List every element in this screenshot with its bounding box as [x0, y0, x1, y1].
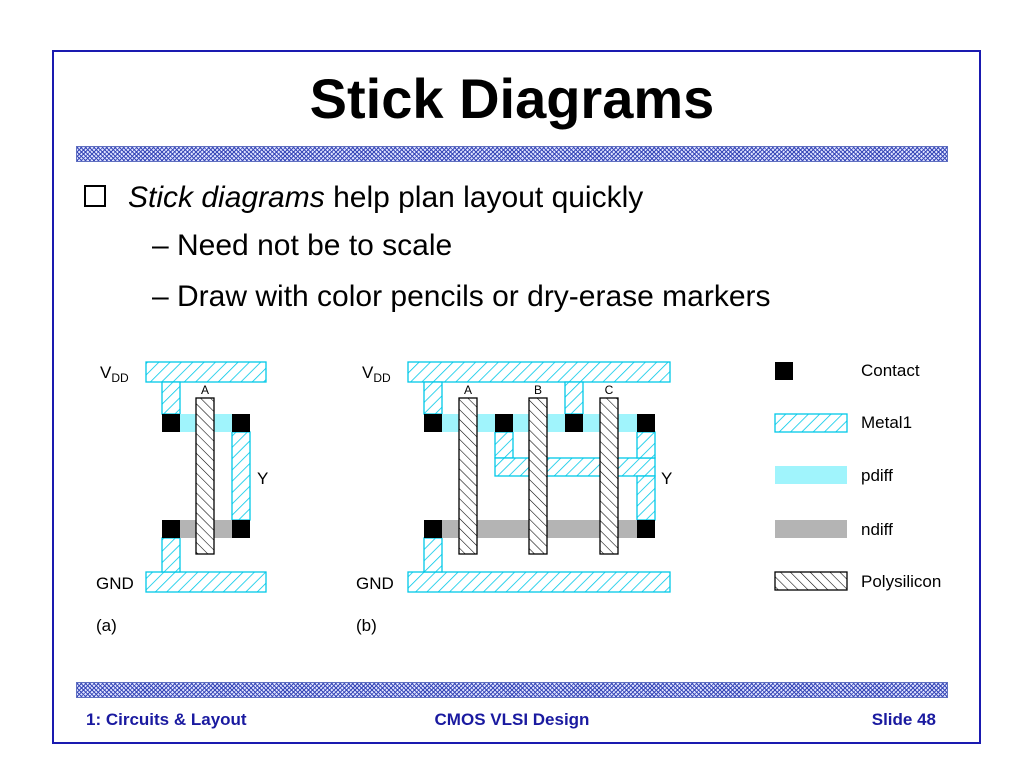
legend-label: Contact: [861, 361, 920, 380]
a-contact: [162, 414, 180, 432]
a-poly-gate: [195, 397, 215, 555]
b-caption: (b): [356, 616, 377, 635]
legend-label: Polysilicon: [861, 572, 941, 591]
slide-title: Stick Diagrams: [309, 67, 715, 130]
a-vdd-rail: [145, 361, 267, 383]
b-gnd-label: GND: [356, 574, 394, 593]
legend-contact-swatch: [775, 362, 793, 380]
b-contact: [424, 414, 442, 432]
b-output-drop: [494, 431, 514, 459]
b-output-wire: [636, 475, 656, 521]
b-contact: [565, 414, 583, 432]
a-gnd-rail: [145, 571, 267, 593]
top-divider: [76, 146, 948, 162]
b-poly-gate-b: [528, 397, 548, 555]
b-output-bus: [494, 457, 656, 477]
legend-pdiff-swatch: [775, 466, 847, 484]
a-gnd-strap: [161, 537, 181, 573]
diagram-a: VDD A Y GND (a): [96, 361, 268, 635]
legend-ndiff-swatch: [775, 520, 847, 538]
b-gnd-strap: [423, 537, 443, 573]
b-poly-gate-c: [599, 397, 619, 555]
footer-right: Slide 48: [871, 710, 936, 729]
subbullet-1: – Need not be to scale: [152, 229, 453, 262]
b-input-label-c: C: [605, 383, 614, 397]
a-contact: [232, 414, 250, 432]
a-gnd-label: GND: [96, 574, 134, 593]
b-vdd-rail: [407, 361, 671, 383]
a-output-wire: [231, 431, 251, 521]
bullet-italic: Stick diagrams: [128, 181, 325, 214]
bullet-main: Stick diagrams help plan layout quickly: [84, 181, 643, 215]
a-vdd-label: VDD: [100, 363, 129, 385]
footer-left: 1: Circuits & Layout: [86, 710, 247, 729]
subbullet-2: – Draw with color pencils or dry-erase m…: [152, 280, 771, 313]
diagram-b: VDD A B C Y GND (b): [356, 361, 672, 635]
b-gnd-rail: [407, 571, 671, 593]
a-vdd-strap: [161, 381, 181, 415]
b-vdd-strap: [423, 381, 443, 415]
legend-poly-swatch: [774, 571, 848, 591]
legend-label: Metal1: [861, 413, 912, 432]
b-input-label-a: A: [464, 383, 472, 397]
b-contact: [495, 414, 513, 432]
a-caption: (a): [96, 616, 117, 635]
legend-label: ndiff: [861, 520, 893, 539]
b-input-label-b: B: [534, 383, 542, 397]
b-vdd-label: VDD: [362, 363, 391, 385]
b-output-label: Y: [661, 469, 672, 488]
a-input-label: A: [201, 383, 209, 397]
b-poly-gate-a: [458, 397, 478, 555]
checkbox-bullet-icon: [84, 185, 106, 208]
legend: Contact Metal1 pdiff ndiff Polysilicon: [774, 361, 941, 591]
legend-metal1-swatch: [774, 413, 848, 433]
footer-center: CMOS VLSI Design: [434, 710, 590, 729]
slide-frame: [52, 50, 981, 744]
b-output-drop: [636, 431, 656, 459]
a-output-label: Y: [257, 469, 268, 488]
b-contact: [424, 520, 442, 538]
a-contact: [232, 520, 250, 538]
bottom-divider: [76, 682, 948, 698]
b-contact: [637, 414, 655, 432]
legend-label: pdiff: [861, 466, 893, 485]
bullet-rest: help plan layout quickly: [324, 181, 644, 214]
a-contact: [162, 520, 180, 538]
b-contact: [637, 520, 655, 538]
b-vdd-strap: [564, 381, 584, 415]
